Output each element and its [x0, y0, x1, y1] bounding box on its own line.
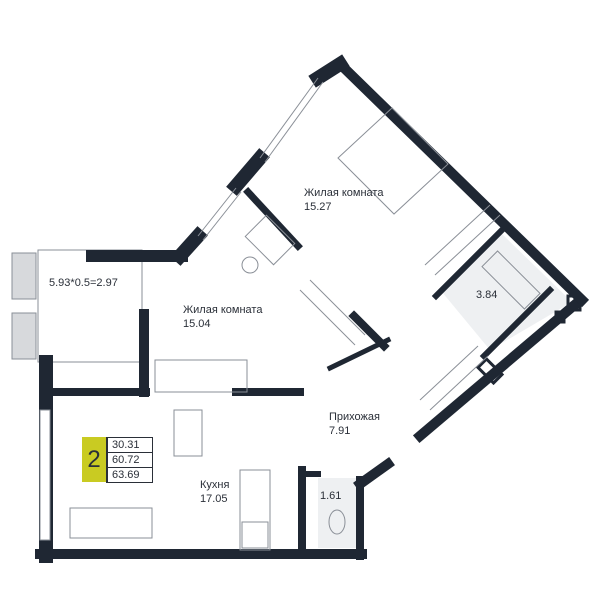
room-bathroom: 3.84 — [476, 288, 497, 302]
room-name: Жилая комната — [304, 187, 384, 199]
wardrobe-living — [299, 279, 366, 346]
wardrobe-bedroom — [424, 204, 501, 276]
room-name: Прихожая — [329, 411, 380, 423]
room-name: Жилая комната — [183, 304, 263, 316]
kitchen-counter — [239, 469, 271, 551]
balcony-rail-2 — [11, 312, 37, 360]
bathtub — [481, 250, 541, 310]
total-area-with-balcony: 63.69 — [112, 469, 140, 481]
room-kitchen: Кухня 17.05 — [200, 478, 229, 506]
room-name: Кухня — [200, 479, 230, 491]
bed — [337, 107, 449, 215]
balcony-rail-1 — [11, 252, 37, 300]
total-area: 60.72 — [108, 453, 152, 468]
desk — [244, 214, 296, 266]
furniture — [69, 107, 541, 551]
room-area: 15.27 — [304, 201, 332, 213]
room-area: 3.84 — [476, 289, 498, 301]
room-area: 7.91 — [329, 425, 351, 437]
rooms-count: 2 — [82, 437, 106, 482]
windows — [39, 77, 324, 541]
room-area: 1.61 — [320, 490, 342, 502]
room-bedroom-1: Жилая комната 15.27 — [304, 186, 383, 214]
single-bed — [154, 359, 248, 393]
balcony-outline — [37, 249, 143, 363]
chair — [241, 256, 259, 274]
room-balcony: 5.93*0.5=2.97 — [49, 276, 118, 290]
stove — [241, 521, 269, 549]
apartment-badge: 2 30.31 60.72 63.69 — [82, 437, 153, 483]
sofa — [69, 507, 153, 539]
toilet-floor — [318, 478, 356, 548]
toilet-bowl — [328, 509, 346, 535]
living-area: 30.31 — [108, 438, 152, 453]
room-toilet: 1.61 — [320, 489, 341, 503]
room-bedroom-2: Жилая комната 15.04 — [183, 303, 262, 331]
room-area: 17.05 — [200, 493, 228, 505]
wardrobe-hall — [419, 345, 489, 411]
room-area: 15.04 — [183, 318, 211, 330]
dining-table — [173, 409, 203, 457]
room-area: 5.93*0.5=2.97 — [49, 277, 118, 289]
room-hallway: Прихожая 7.91 — [329, 410, 380, 438]
area-table: 30.31 60.72 63.69 — [106, 437, 153, 483]
